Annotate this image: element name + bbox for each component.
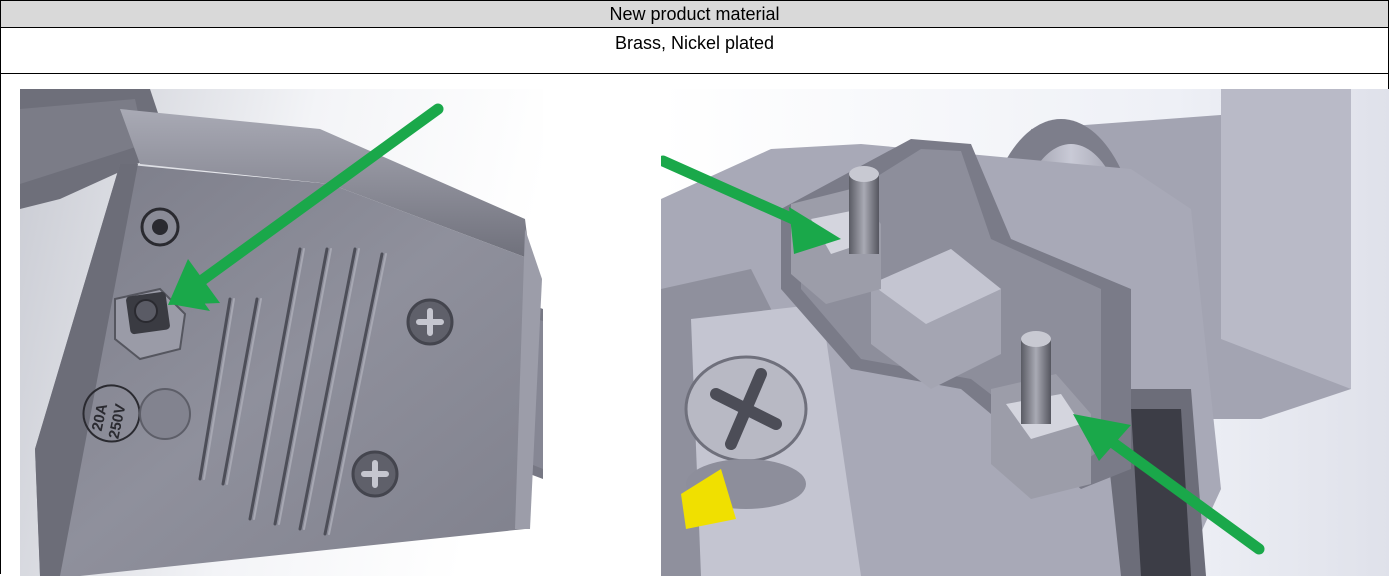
screw-icon xyxy=(351,450,399,498)
material-row: Brass, Nickel plated xyxy=(1,28,1388,74)
images-row: 20A 250V xyxy=(1,74,1389,576)
connector-internal-view-image xyxy=(661,89,1389,576)
screw-icon xyxy=(406,298,454,346)
contact-pin xyxy=(849,166,879,254)
contact-pin xyxy=(1021,331,1051,424)
rating-marking: 20A 250V xyxy=(82,384,141,443)
material-value: Brass, Nickel plated xyxy=(614,33,775,53)
yellow-insulator xyxy=(681,469,736,529)
header-row: New product material xyxy=(1,1,1388,28)
pointer-arrow xyxy=(1073,414,1265,555)
pointer-arrow xyxy=(661,155,841,254)
header-title: New product material xyxy=(609,3,780,24)
rating-current: 20A xyxy=(89,402,111,433)
connector-top-view-image: 20A 250V xyxy=(20,89,543,576)
pointer-arrow xyxy=(168,103,444,311)
rating-voltage: 250V xyxy=(106,402,130,440)
vent-slots xyxy=(198,247,384,536)
